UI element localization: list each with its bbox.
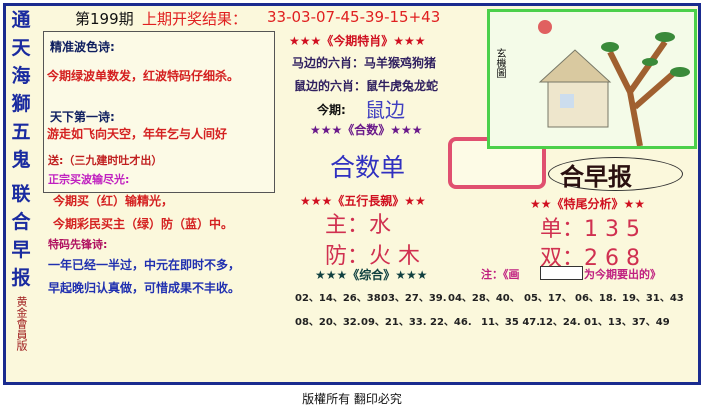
poem-box: 精准波色诗: 今期绿波单数发，红波特码仔细杀。 天下第一诗: 游走如飞向天空，年… [43,31,275,193]
rat-side: 鼠边的六肖：鼠牛虎兔龙蛇 [294,79,439,93]
poem3-line2: 今期彩民买主（绿）防（蓝）中。 [53,217,234,231]
this-issue-label: 今期: [317,103,346,117]
num-group: 02、14、26、38. [295,293,385,304]
combo-note: 注：《画 [481,268,520,281]
num-group: 03、27、39. [381,293,447,304]
zodiac-title: ★★★《今期特肖》★★★ [289,34,426,48]
side-char: 联 [11,183,31,205]
combo-note-end: 为今期要出的》 [584,268,661,281]
brand-oval [548,157,683,191]
poem1-line: 今期绿波单数发，红波特码仔细杀。 [47,69,240,83]
num-group: 08、20、32. [295,317,361,328]
poem2-title: 天下第一诗: [50,110,115,124]
num-group: 19、31、43 [622,293,684,304]
last-result: 33-03-07-45-39-15+43 [267,8,441,26]
poem3-line1: 今期买（红）输精光， [53,194,174,208]
num-group: 04、28、40、 [448,293,520,304]
issue-number: 第199期 [75,10,134,28]
side-char: 鬼 [11,149,31,171]
poem3-title: 正宗买波输尽光: [48,173,130,186]
side-title: 通 天 海 獅 五 鬼 联 合 早 报 黄金會員版 [8,6,34,351]
num-group: 11、35 47. [481,317,541,328]
side-char: 五 [11,121,31,143]
this-issue-value: 鼠边 [365,98,405,122]
side-subtitle: 黄金會員版 [15,296,28,351]
side-char: 獅 [11,93,31,115]
combo-title: ★★★《综合》★★★ [315,268,428,282]
poem4-line2: 早起晚归认真做，可惜成果不丰收。 [48,281,241,295]
num-group: 01、13、37、49 [584,317,670,328]
num-group: 05、17、 [524,293,572,304]
house-tree-image [538,20,690,147]
heshu-value: 合数单 [330,153,406,182]
wuxing-guard: 防：火 木 [325,244,420,269]
poem4-line1: 一年已经一半过，中元在即时不多， [48,258,241,272]
poem1-title: 精准波色诗: [50,40,115,54]
num-group: 12、24. [539,317,581,328]
horse-side: 马边的六肖：马羊猴鸡狗猪 [292,56,437,70]
tail-title: ★★《特尾分析》★★ [530,197,646,211]
num-group: 22、46. [430,317,472,328]
wuxing-main: 主：水 [325,213,392,238]
hint-picture [487,9,697,149]
poem4-title: 特码先锋诗: [48,238,108,251]
heshu-title: ★★★《合数》★★★ [310,123,423,137]
side-char: 海 [11,65,31,87]
side-char: 早 [11,239,31,261]
note-box [540,266,583,280]
picture-label: 玄機圖 [494,48,505,78]
result-label: 上期开奖结果： [142,10,248,28]
side-char: 通 [11,9,31,31]
poem2-line: 游走如飞向天空，年年乞与人间好 [47,127,228,141]
brand-title: 合早报 [560,163,632,191]
num-group: 06、18. [575,293,617,304]
side-char: 合 [11,211,31,233]
num-group: 09、21、33. [361,317,427,328]
wuxing-title: ★★★《五行長親》★★ [300,194,426,208]
copyright-footer: 版權所有 翻印必究 [302,392,402,406]
tail-odd: 单：1 3 5 [540,217,640,242]
side-char: 天 [11,37,31,59]
poem3-hint: 送:（三九建时吐才出） [48,154,163,167]
side-char: 报 [11,267,31,289]
